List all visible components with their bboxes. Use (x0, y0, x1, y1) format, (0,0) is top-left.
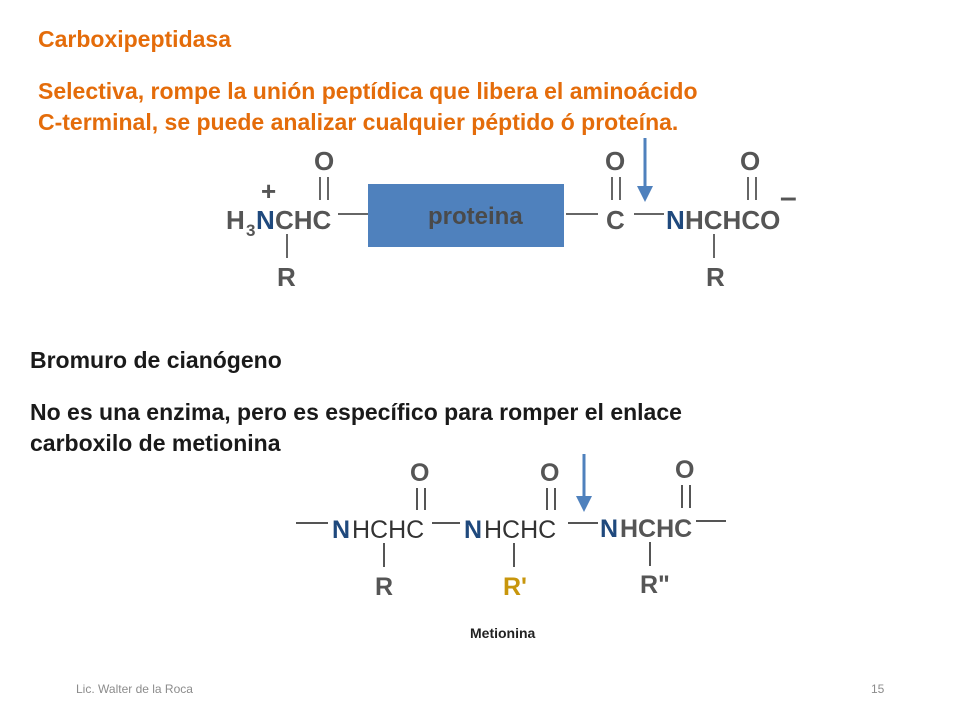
unit2-rest: HCHC (484, 516, 556, 544)
section2-line1: No es una enzima, pero es específico par… (30, 399, 682, 425)
right-amino-rest: HCHCO (685, 205, 780, 235)
section2-title: Bromuro de cianógeno (30, 347, 282, 373)
page-number: 15 (871, 682, 885, 696)
left-amino-n: N (256, 205, 275, 235)
section1-paragraph: Selectiva, rompe la unión peptídica que … (38, 76, 938, 138)
cleavage-arrow-2 (576, 454, 592, 512)
section1-title: Carboxipeptidasa (38, 26, 231, 52)
protein-box-label: proteina (428, 203, 523, 230)
positive-charge: + (261, 176, 276, 206)
section2-line2: carboxilo de metionina (30, 430, 281, 456)
left-amino-subscript: 3 (246, 221, 255, 240)
right-amino-n: N (666, 205, 685, 235)
left-amino-h: H (226, 205, 245, 235)
right-r-group: R (706, 262, 725, 292)
mid-carbonyl-o: O (605, 146, 625, 176)
unit2-r: R' (503, 573, 527, 601)
section1-line2: C-terminal, se puede analizar cualquier … (38, 109, 679, 135)
section2-paragraph: No es una enzima, pero es específico par… (30, 397, 930, 459)
unit1-r: R (375, 573, 393, 601)
cleavage-arrow-1 (637, 138, 653, 202)
left-r-group: R (277, 262, 296, 292)
mid-carbon: C (606, 205, 625, 235)
protein-box (368, 184, 564, 247)
unit3-r: R" (640, 571, 670, 599)
negative-charge: – (780, 181, 797, 214)
unit3-carbonyl-o: O (675, 456, 694, 484)
unit1-carbonyl-o: O (410, 459, 429, 487)
unit3-rest: HCHC (620, 515, 692, 543)
footer-author: Lic. Walter de la Roca (76, 682, 193, 696)
left-amino-rest: CHC (275, 205, 332, 235)
section1-line1: Selectiva, rompe la unión peptídica que … (38, 78, 698, 104)
left-carbonyl-o: O (314, 146, 334, 176)
unit2-carbonyl-o: O (540, 459, 559, 487)
unit3-n: N (600, 515, 618, 543)
metionina-caption: Metionina (470, 625, 536, 641)
unit1-n: N (332, 516, 350, 544)
unit2-n: N (464, 516, 482, 544)
right-carbonyl-o: O (740, 146, 760, 176)
unit1-rest: HCHC (352, 516, 424, 544)
